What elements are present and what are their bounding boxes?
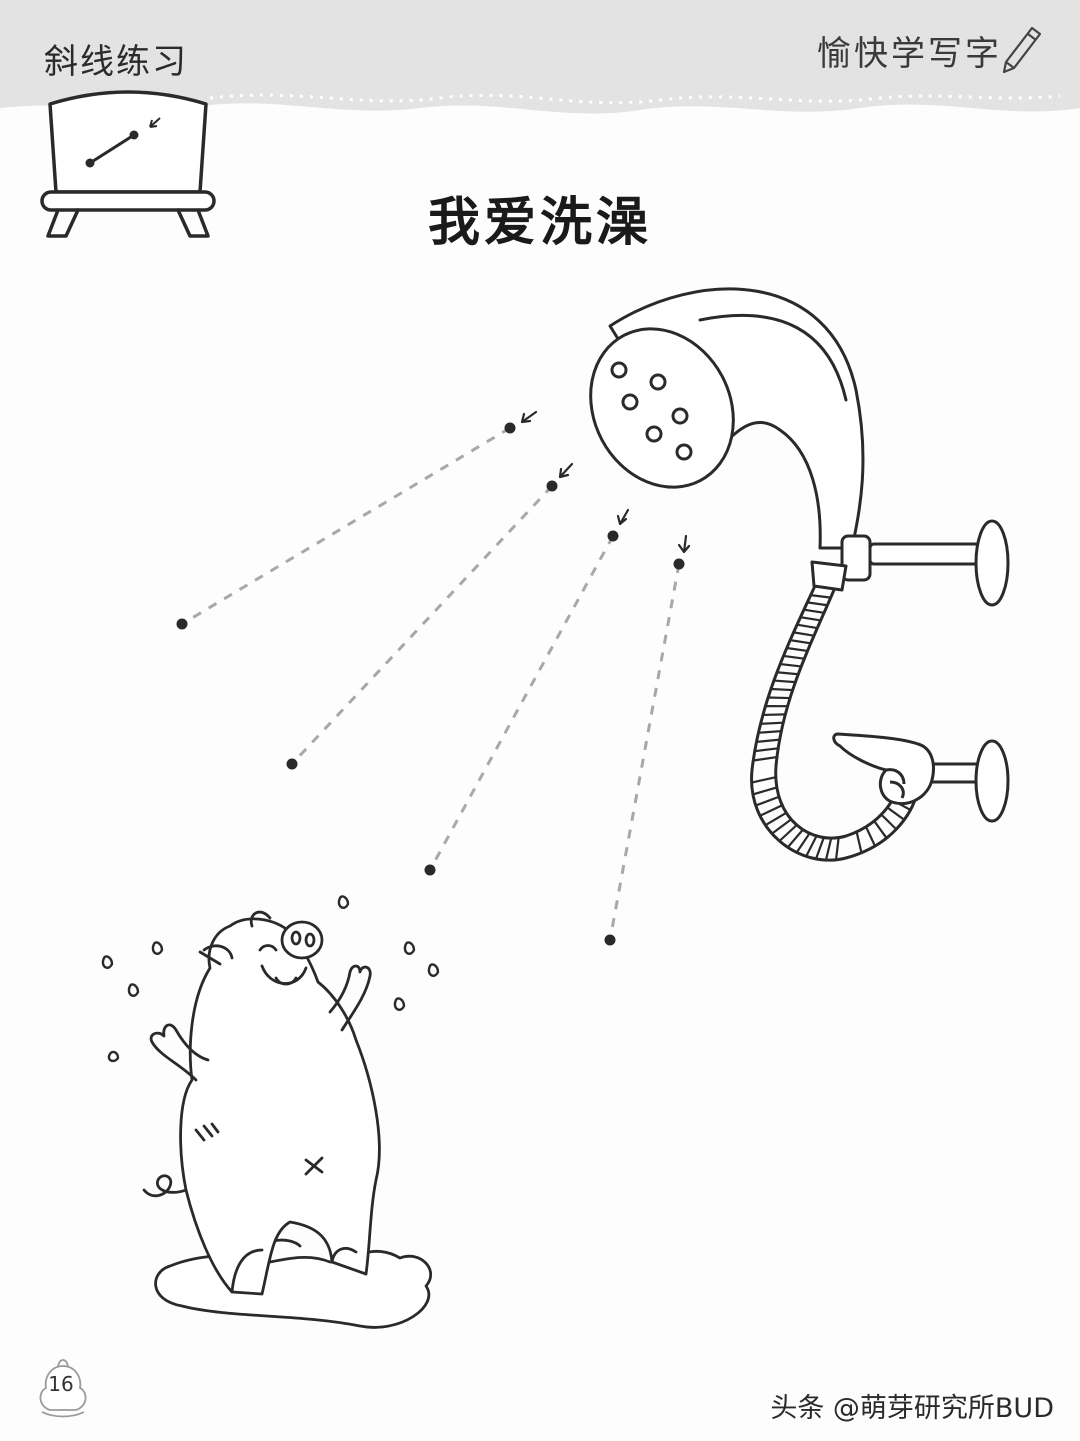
hose-rib [880, 813, 898, 831]
hose-rib [796, 623, 818, 630]
hose-rib [754, 747, 779, 753]
water-splash-drops [101, 895, 440, 1063]
hose-rib [793, 631, 815, 637]
hose-rib [790, 639, 811, 645]
hose-rib [771, 818, 792, 835]
hose-rib [873, 820, 888, 839]
hose-rib [783, 654, 805, 660]
section-title: 斜线练习 [44, 42, 188, 82]
hose-rib [864, 826, 876, 847]
trace-start-dots [504, 422, 685, 570]
hose-rib [800, 616, 821, 622]
diagonal-trace-guides [181, 426, 681, 941]
hose-rib [834, 837, 840, 860]
hose-rib [760, 721, 784, 725]
hose-rib [764, 811, 787, 827]
watermark: 头条 @萌芽研究所BUD [770, 1393, 1054, 1424]
hose-rib [824, 837, 833, 861]
hose-rib [756, 738, 780, 744]
series-title: 愉快学写字 [817, 34, 1002, 74]
pig-icon [142, 910, 433, 1329]
hose-rib [753, 755, 778, 762]
hose-rib [776, 671, 799, 676]
hose-rib [752, 786, 778, 796]
hose-rib [810, 594, 831, 599]
hose-rib [795, 832, 811, 854]
hose-rib [814, 837, 825, 860]
hose-ribs [751, 594, 916, 861]
page-number-badge [39, 1359, 87, 1418]
hose-rib [762, 713, 786, 717]
hose-rib [855, 831, 863, 853]
hose-rib [886, 806, 905, 821]
hose-rib [770, 687, 793, 692]
hose-rib [755, 795, 780, 807]
hose-rib [807, 601, 828, 607]
hose-rib [805, 835, 818, 857]
worksheet-title: 我爱洗澡 [427, 193, 652, 253]
page-number: 16 [48, 1372, 74, 1396]
easel-diagonal-example-icon [40, 90, 216, 238]
showerhead-icon [589, 287, 1010, 862]
hose-rib [773, 679, 796, 684]
trace-end-dots [176, 618, 616, 946]
hose-rib [759, 804, 783, 817]
hose-rib [786, 828, 804, 849]
direction-arrows [520, 410, 691, 554]
pencil-icon [1002, 26, 1042, 74]
hose-rib [751, 776, 777, 784]
hose-rib [758, 730, 782, 734]
pointing-hand-icon [832, 732, 935, 805]
hose-rib [768, 696, 791, 700]
hose-rib [780, 662, 802, 668]
header-band [0, 0, 1080, 114]
hose-rib [778, 824, 798, 842]
hose-rib [786, 646, 808, 653]
hose-rib [803, 608, 825, 614]
